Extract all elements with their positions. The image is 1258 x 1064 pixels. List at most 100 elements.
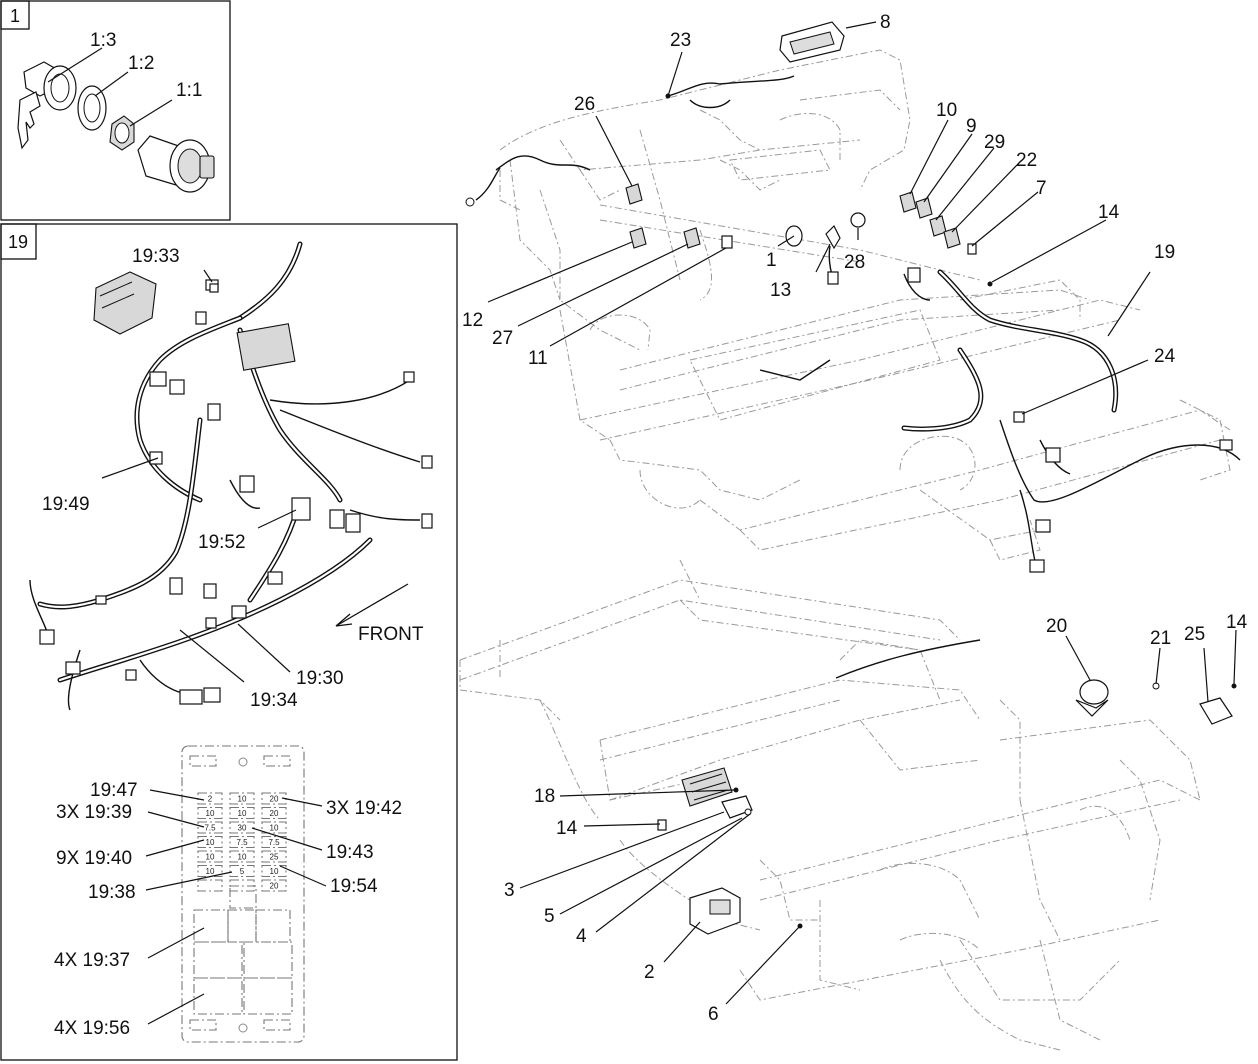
front-label: FRONT: [358, 624, 424, 645]
label-19-47: 19:47: [90, 780, 138, 801]
fuse-slot: [197, 821, 223, 834]
callout-21: 21: [1150, 628, 1171, 649]
label-19-54: 19:54: [330, 876, 378, 897]
callout-26: 26: [574, 94, 595, 115]
callout-29: 29: [984, 132, 1005, 153]
label-19-34: 19:34: [250, 690, 298, 711]
horn: [1075, 679, 1109, 717]
fuse-slot: [229, 792, 255, 805]
inset-19-number: 19: [8, 232, 28, 252]
fuse-rating: 10: [238, 853, 247, 862]
key-icon: [17, 61, 77, 150]
callout-7: 7: [1036, 178, 1047, 199]
fuse-slot: [229, 864, 255, 878]
callout-19: 19: [1154, 242, 1175, 263]
callout-3: 3: [504, 880, 515, 901]
fuse-slot: [261, 821, 287, 834]
fuse-rating: 7.5: [268, 838, 280, 847]
fuse-rating: 5: [240, 867, 245, 876]
lower-frame-drawing: [459, 559, 1201, 1051]
fuse-rating: 10: [270, 824, 279, 833]
harness-connectors: [39, 279, 433, 705]
fuse-slot: [197, 850, 223, 863]
callout-8: 8: [880, 12, 891, 33]
callout-6: 6: [708, 1004, 719, 1025]
fuse-rating: 10: [238, 795, 247, 804]
lower-leaders: [519, 629, 1237, 1005]
fuse-slot: [261, 879, 287, 892]
callout-28: 28: [844, 252, 865, 273]
callout-14-lower-right: 14: [1226, 612, 1248, 633]
fuse-rating: 20: [270, 809, 279, 818]
relay-module: [93, 271, 157, 335]
label-19-42: 3X 19:42: [326, 798, 402, 819]
callout-12: 12: [462, 310, 483, 331]
bezel-ring: [77, 85, 107, 131]
fuse-slot: [229, 850, 255, 863]
ignition-switch-body: [137, 135, 215, 193]
callout-23: 23: [670, 30, 691, 51]
label-1-2: 1:2: [128, 53, 154, 74]
label-19-37: 4X 19:37: [54, 950, 130, 971]
nut: [109, 115, 135, 151]
fuse-rating: 10: [238, 809, 247, 818]
label-19-56: 4X 19:56: [54, 1018, 130, 1039]
inset-1: 1 1:3 1:2 1:1: [0, 0, 231, 221]
label-19-40: 9X 19:40: [56, 848, 132, 869]
fuse-slot: [261, 864, 287, 878]
label-1-1: 1:1: [176, 80, 202, 101]
upper-components: [465, 21, 1241, 573]
callout-14-lower-left: 14: [556, 818, 578, 839]
fuse-rating: 25: [270, 853, 279, 862]
upper-frame-drawing: [499, 49, 1231, 561]
fuse-rating: 7.5: [204, 824, 216, 833]
fuse-slot: [261, 835, 287, 849]
inset-1-number: 1: [10, 6, 20, 26]
fuse-slot: [229, 835, 255, 849]
label-1-3: 1:3: [90, 30, 116, 51]
callout-27: 27: [492, 328, 513, 349]
label-19-39: 3X 19:39: [56, 802, 132, 823]
callout-2: 2: [644, 962, 655, 983]
fuse-slot: [261, 850, 287, 863]
callout-22: 22: [1016, 150, 1037, 171]
callout-4: 4: [576, 926, 587, 947]
callout-18: 18: [534, 786, 555, 807]
fuse-slot: [229, 806, 255, 820]
callout-14-upper: 14: [1098, 202, 1120, 223]
label-19-33: 19:33: [132, 246, 180, 267]
fuse-rating: 10: [206, 867, 215, 876]
fuse-rating: 30: [238, 824, 247, 833]
callout-11: 11: [528, 348, 548, 369]
label-19-38: 19:38: [88, 882, 136, 903]
callout-1: 1: [766, 250, 777, 271]
label-19-49: 19:49: [42, 494, 90, 515]
callout-10: 10: [936, 100, 957, 121]
fuse-slot: [197, 879, 223, 892]
fuse-rating: 10: [206, 838, 215, 847]
fuse-rating: 20: [270, 795, 279, 804]
fuse-rating: 7.5: [236, 838, 248, 847]
fuse-slot: [261, 806, 287, 820]
callout-9: 9: [966, 116, 977, 137]
fuse-rating: 20: [270, 882, 279, 891]
fuse-rating: 10: [270, 867, 279, 876]
controller-module: [689, 887, 741, 935]
fuse-block: [681, 767, 733, 807]
fuse-rating: 2: [208, 795, 213, 804]
fuse-slot: [229, 821, 255, 834]
fuse-box: [181, 745, 305, 1043]
fuse-rating: 10: [206, 809, 215, 818]
callout-20: 20: [1046, 616, 1067, 637]
callout-24: 24: [1154, 346, 1176, 367]
front-arrow-icon: [335, 583, 409, 627]
fuse-slot: [229, 879, 255, 892]
callout-13: 13: [770, 280, 791, 301]
hour-meter: [779, 21, 845, 63]
callout-5: 5: [544, 906, 555, 927]
label-19-43: 19:43: [326, 842, 374, 863]
inset-19: 19: [0, 223, 458, 1061]
upper-leaders: [487, 21, 1151, 415]
